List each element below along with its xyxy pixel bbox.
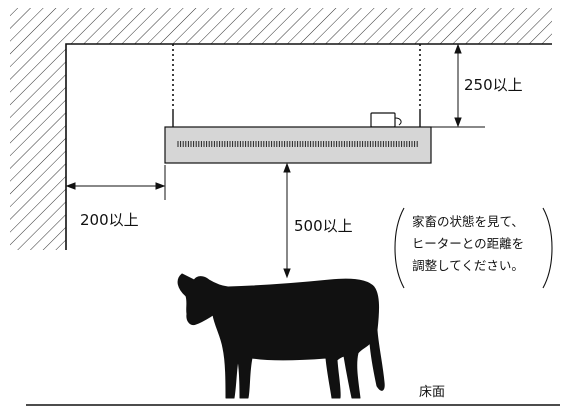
wall-ceiling xyxy=(10,8,552,250)
hanging-chains xyxy=(172,44,421,109)
heater-vents xyxy=(177,141,418,147)
ceiling-dimension xyxy=(431,43,485,128)
wall-clearance-label: 200以上 xyxy=(80,211,139,229)
floor-clearance-label: 500以上 xyxy=(294,217,353,235)
wall-dimension xyxy=(65,165,166,200)
note-line-2: ヒーターとの距離を xyxy=(411,236,525,251)
note-line-1: 家畜の状態を見て、 xyxy=(412,214,524,229)
heater xyxy=(164,112,432,164)
floor-label: 床面 xyxy=(419,385,446,400)
cow-silhouette xyxy=(177,273,385,399)
distance-note: 家畜の状態を見て、 ヒーターとの距離を 調整してください。 xyxy=(398,211,538,277)
note-brackets xyxy=(394,207,553,289)
note-line-3: 調整してください。 xyxy=(412,258,524,273)
ceiling-clearance-label: 250以上 xyxy=(464,76,523,94)
floor-dimension xyxy=(283,162,291,279)
